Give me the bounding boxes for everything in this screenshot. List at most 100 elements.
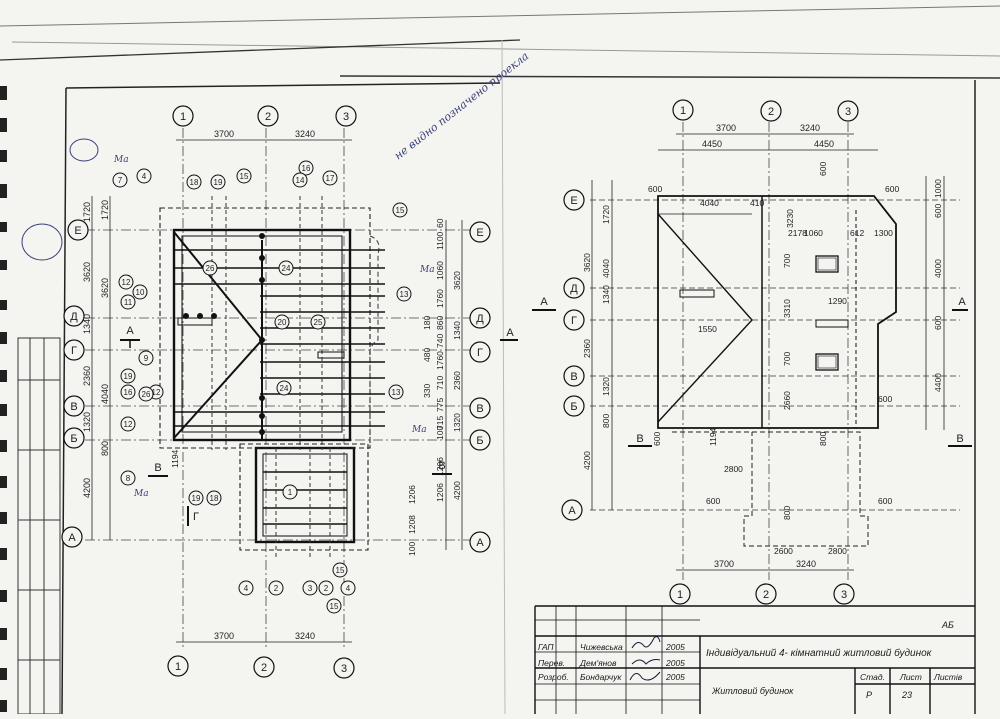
r-dim-l-1720: 1720 bbox=[601, 205, 611, 224]
inner-dim-label: 3230 bbox=[785, 209, 795, 228]
dim-bottom-3700: 3700 bbox=[214, 631, 234, 641]
r-dim-3240: 3240 bbox=[800, 123, 820, 133]
marker-circle bbox=[120, 416, 136, 432]
row-axis-A: А bbox=[68, 532, 76, 544]
dim-ri-1760b: 1760 bbox=[435, 351, 445, 370]
row-year-2: 2005 bbox=[665, 672, 685, 682]
inner-dim-label: 600 bbox=[652, 432, 662, 446]
inner-dim-label: 1550 bbox=[698, 324, 717, 334]
marker-circle bbox=[274, 314, 290, 330]
dim-left-800: 800 bbox=[100, 441, 110, 456]
marker-label: 7 bbox=[118, 176, 123, 185]
dim-left-3620: 3620 bbox=[82, 262, 92, 282]
marker-circle bbox=[112, 172, 128, 188]
marker-circle bbox=[278, 260, 294, 276]
marker-label: 16 bbox=[124, 388, 133, 397]
row-year-0: 2005 bbox=[665, 642, 685, 652]
axis-markers-top: 1 2 3 bbox=[172, 105, 357, 127]
marker-label: 24 bbox=[280, 384, 289, 393]
marker-circle bbox=[120, 470, 136, 486]
bottom-marker-circle bbox=[326, 598, 342, 614]
project-title: Індивідуальний 4- кімнатний житловий буд… bbox=[706, 647, 933, 659]
inner-dim-label: 600 bbox=[878, 496, 892, 506]
marker-circle bbox=[206, 490, 222, 506]
marker-label: 17 bbox=[326, 174, 335, 183]
marker-label: 15 bbox=[396, 206, 405, 215]
axis-markers-bottom-right: 1 2 3 bbox=[669, 583, 855, 605]
marker-label: 13 bbox=[392, 388, 401, 397]
r-axis-top-1: 1 bbox=[680, 105, 686, 117]
marker-label: 19 bbox=[124, 372, 133, 381]
r-row-E: Е bbox=[570, 195, 577, 207]
marker-label: 16 bbox=[302, 164, 311, 173]
marker-circle bbox=[120, 368, 136, 384]
marker-circle bbox=[138, 386, 154, 402]
hand-circle-a bbox=[69, 138, 99, 162]
axis-bottom-2: 2 bbox=[261, 662, 267, 674]
r-dim-l-1340: 1340 bbox=[601, 285, 611, 304]
marker-label: 20 bbox=[278, 318, 287, 327]
marker-circle bbox=[332, 562, 348, 578]
dim-ri-100: 100 bbox=[407, 542, 417, 556]
hand-circle-b bbox=[21, 223, 63, 261]
marker-label: 8 bbox=[126, 474, 131, 483]
marker-circle bbox=[188, 490, 204, 506]
bottom-marker-label: 2 bbox=[324, 584, 329, 593]
bottom-marker-label: 4 bbox=[244, 584, 249, 593]
inner-dim-label: 1060 bbox=[804, 228, 823, 238]
inner-dim-label: 612 bbox=[850, 228, 864, 238]
cut-A-right: А bbox=[506, 327, 514, 339]
note-ma-3: Ма bbox=[411, 425, 427, 435]
r-axis-bottom-1: 1 bbox=[677, 589, 683, 601]
bottom-marker-circle bbox=[302, 580, 318, 596]
row-axes-plan-right: Е Д Г В Б А bbox=[561, 189, 585, 521]
dim-left-4040: 4040 bbox=[100, 384, 110, 404]
row-axis-G-right: Г bbox=[477, 347, 483, 359]
marker-label: 18 bbox=[190, 178, 199, 187]
r-dim-l-4200: 4200 bbox=[582, 451, 592, 470]
r-dim-4450a: 4450 bbox=[702, 139, 722, 149]
marker-label: 10 bbox=[136, 288, 145, 297]
marker-label: 11 bbox=[124, 298, 133, 307]
marker-circle bbox=[388, 384, 404, 400]
r-dim-3700: 3700 bbox=[716, 123, 736, 133]
row-year-1: 2005 bbox=[665, 658, 685, 668]
value-sheet: 23 bbox=[901, 690, 912, 700]
row-name-0: Чижевська bbox=[580, 642, 623, 652]
r-row-V: В bbox=[570, 371, 577, 383]
r-cut-B-left: В bbox=[636, 433, 643, 445]
dim-ri-1206b: 1206 bbox=[435, 483, 445, 502]
inner-dim-label: 1300 bbox=[874, 228, 893, 238]
r-dim-r-4400: 4400 bbox=[933, 373, 943, 392]
dim-ri-1206c: 1206 bbox=[407, 485, 417, 504]
row-role-0: ГАП bbox=[538, 642, 554, 652]
inner-dim-label: 2800 bbox=[828, 546, 847, 556]
marker-label: 9 bbox=[144, 354, 149, 363]
header-sheet: Лист bbox=[899, 672, 922, 682]
row-axis-V: В bbox=[70, 401, 77, 413]
dim-right-3620: 3620 bbox=[452, 271, 462, 290]
bottom-marker-circle bbox=[318, 580, 334, 596]
row-axis-E: Е bbox=[74, 225, 81, 237]
bottom-marker-circle bbox=[268, 580, 284, 596]
marker-label: 1 bbox=[288, 488, 293, 497]
axis-markers-bottom: 1 2 3 bbox=[167, 655, 355, 679]
row-role-1: Перев. bbox=[538, 658, 565, 668]
header-stage: Стад. bbox=[860, 672, 885, 682]
plan-right: 1 2 3 3700 3240 4450 4450 Е Д Г В Б А bbox=[532, 99, 972, 605]
inner-dim-label: 600 bbox=[648, 184, 662, 194]
title-code: АБ bbox=[941, 620, 954, 630]
frame-top-left bbox=[65, 82, 501, 89]
r-dim-l-1320: 1320 bbox=[601, 377, 611, 396]
cut-B-right: В bbox=[438, 460, 445, 472]
marker-label: 12 bbox=[122, 278, 131, 287]
cut-G: Г bbox=[193, 511, 199, 523]
inner-dim-label: 800 bbox=[782, 506, 792, 520]
dim-ri-330: 330 bbox=[422, 384, 432, 398]
r-dim-l-3620: 3620 bbox=[582, 253, 592, 272]
fold-line bbox=[501, 39, 506, 715]
